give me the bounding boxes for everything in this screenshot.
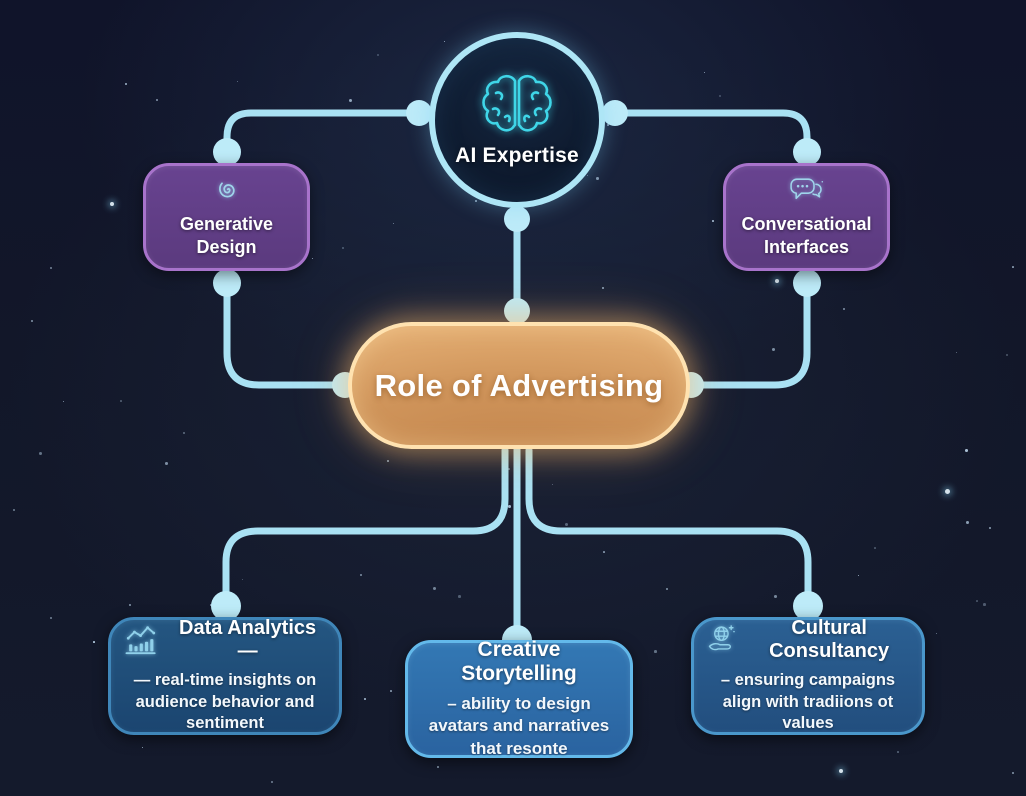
chat-bubbles-icon bbox=[789, 178, 823, 200]
data-analytics-title: Data Analytics — bbox=[179, 616, 317, 662]
connector-center-to-bottom-right bbox=[525, 446, 812, 612]
connector-circle-to-right bbox=[602, 109, 811, 162]
brain-icon bbox=[482, 74, 552, 132]
node-data-analytics: Data Analytics — — real-time insights on… bbox=[108, 617, 342, 735]
node-cultural-consultancy: Cultural Consultancy – ensuring campaign… bbox=[691, 617, 925, 735]
connector-right-to-center bbox=[684, 268, 811, 389]
creative-storytelling-title: Creative Storytelling bbox=[461, 637, 577, 685]
cultural-consultancy-description: – ensuring campaigns align with tradiion… bbox=[720, 670, 896, 733]
spiral-icon bbox=[218, 182, 235, 198]
bar-chart-icon bbox=[125, 626, 156, 655]
data-analytics-description: — real-time insights on audience behavio… bbox=[133, 670, 317, 733]
role-of-advertising-label: Role of Advertising bbox=[374, 367, 664, 403]
generative-design-label: Generative Design bbox=[179, 214, 274, 257]
cultural-consultancy-title: Cultural Consultancy bbox=[769, 616, 890, 662]
node-creative-storytelling: Creative Storytelling – ability to desig… bbox=[405, 637, 633, 758]
connector-circle-to-left bbox=[223, 109, 432, 162]
node-role-of-advertising: Role of Advertising bbox=[348, 322, 690, 449]
globe-hand-icon bbox=[708, 625, 735, 651]
connector-dots bbox=[211, 100, 823, 655]
node-generative-design: Generative Design bbox=[143, 163, 310, 271]
connector-left-to-center bbox=[223, 268, 352, 389]
ai-expertise-label: AI Expertise bbox=[455, 144, 579, 167]
node-ai-expertise: AI Expertise bbox=[429, 32, 605, 208]
connector-center-to-bottom-left bbox=[222, 446, 509, 612]
creative-storytelling-description: – ability to design avatars and narrativ… bbox=[428, 693, 610, 758]
conversational-interfaces-label: Conversational Interfaces bbox=[741, 214, 872, 257]
node-conversational-interfaces: Conversational Interfaces bbox=[723, 163, 890, 271]
